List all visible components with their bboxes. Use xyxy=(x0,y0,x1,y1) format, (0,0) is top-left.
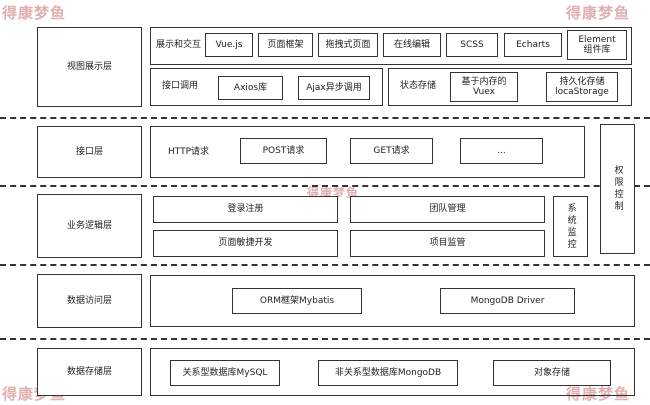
layer-label-data-storage: 数据存储层 xyxy=(37,348,142,396)
interface-item-get: GET请求 xyxy=(350,138,433,164)
watermark-top-left: 得康梦鱼 xyxy=(2,4,67,22)
interface-item-post: POST请求 xyxy=(240,138,327,164)
interface-item-more: ... xyxy=(460,138,543,164)
data-storage-item-object-storage: 对象存储 xyxy=(493,360,611,386)
state-item-vuex: 基于内存的 Vuex xyxy=(450,72,518,102)
data-storage-item-mysql: 关系型数据库MySQL xyxy=(170,360,280,386)
separator-4 xyxy=(0,338,650,340)
api-item-ajax: Ajax异步调用 xyxy=(298,76,370,100)
display-item-vuejs: Vue.js xyxy=(205,33,253,57)
business-item-login: 登录注册 xyxy=(153,196,338,223)
separator-1 xyxy=(0,117,650,119)
state-item-localstorage: 持久化存储 locaStorage xyxy=(546,72,618,102)
display-item-drag-page: 拖拽式页面 xyxy=(318,33,378,57)
watermark-top-right: 得康梦鱼 xyxy=(566,4,631,22)
layer-label-interface: 接口层 xyxy=(37,126,142,178)
data-access-group xyxy=(150,275,635,327)
display-label: 展示和交互 xyxy=(156,40,202,50)
api-item-axios: Axios库 xyxy=(218,76,283,100)
display-item-online-edit: 在线编辑 xyxy=(383,33,441,57)
separator-2 xyxy=(0,185,650,187)
system-monitor: 系统监控 xyxy=(553,196,588,257)
display-group xyxy=(150,27,632,65)
state-store-group xyxy=(388,68,632,106)
business-item-team: 团队管理 xyxy=(350,196,545,223)
http-request-label: HTTP请求 xyxy=(168,147,210,157)
data-access-item-mybatis: ORM框架Mybatis xyxy=(232,288,362,314)
data-access-item-mongodb-driver: MongoDB Driver xyxy=(440,288,575,314)
state-store-label: 状态存储 xyxy=(400,81,437,91)
display-item-echarts: Echarts xyxy=(504,33,562,57)
api-call-label: 接口调用 xyxy=(162,81,199,91)
permission-control: 权限控制 xyxy=(600,124,635,254)
layer-label-view: 视图展示层 xyxy=(37,27,142,107)
api-call-group xyxy=(150,68,383,106)
display-item-scss: SCSS xyxy=(446,33,498,57)
data-storage-item-mongodb: 非关系型数据库MongoDB xyxy=(318,360,458,386)
display-item-element: Element 组件库 xyxy=(567,30,627,60)
layer-label-business: 业务逻辑层 xyxy=(37,194,142,258)
business-item-project-monitor: 项目监管 xyxy=(350,230,545,257)
layer-label-data-access: 数据访问层 xyxy=(37,274,142,328)
separator-3 xyxy=(0,264,650,266)
data-storage-group xyxy=(150,348,635,396)
display-item-page-framework: 页面框架 xyxy=(258,33,313,57)
watermark-bottom-right: 得康梦鱼 xyxy=(566,385,631,403)
interface-group xyxy=(150,126,585,178)
business-item-agile-dev: 页面敏捷开发 xyxy=(153,230,338,257)
